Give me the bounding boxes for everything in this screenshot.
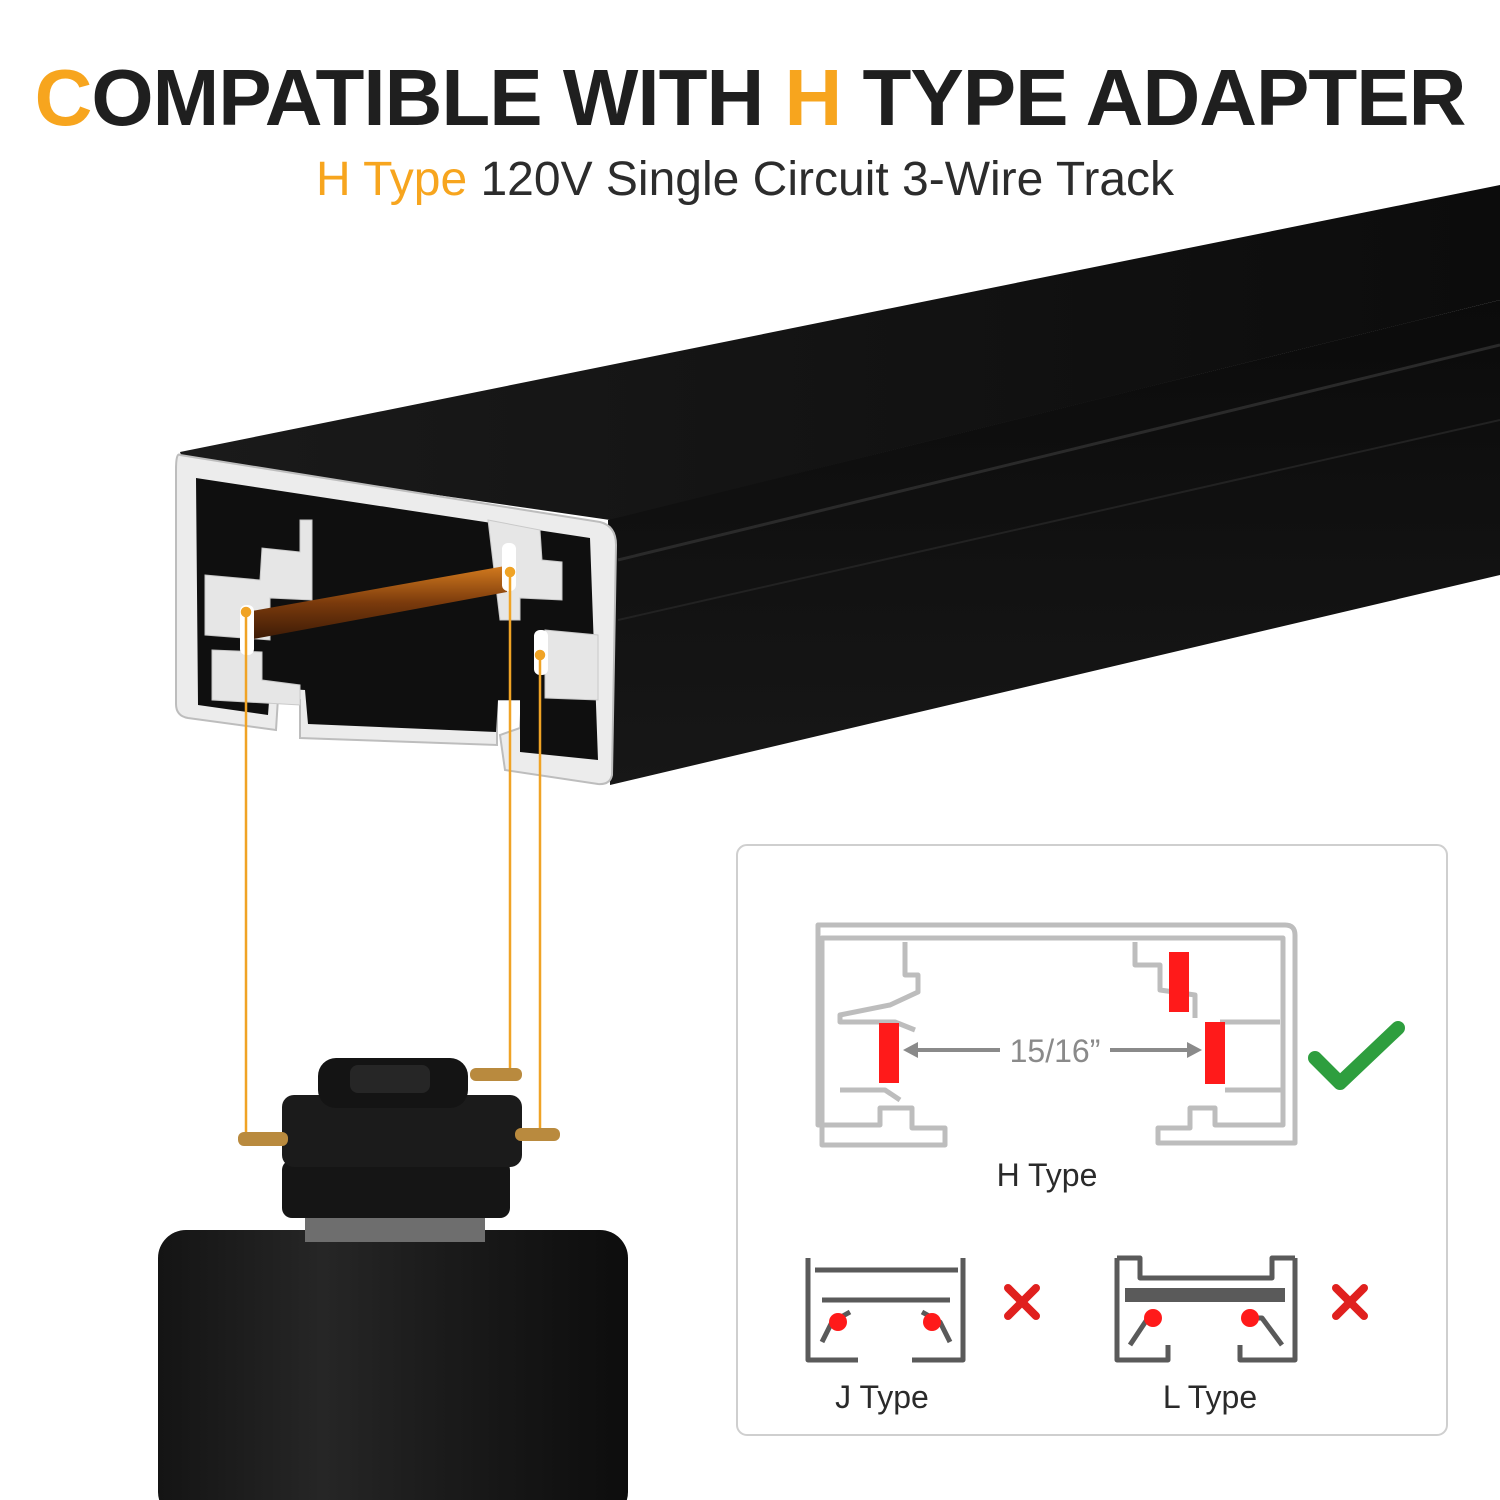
h-type-label: H Type bbox=[997, 1157, 1098, 1193]
j-type-label: J Type bbox=[835, 1379, 929, 1415]
track-top-face bbox=[180, 185, 1500, 520]
x-icon bbox=[1332, 1284, 1368, 1320]
x-icon bbox=[1004, 1284, 1040, 1320]
copper-bus-bar bbox=[246, 566, 507, 640]
headline-accent-word: H bbox=[784, 53, 842, 142]
h-type-contact-top bbox=[1169, 952, 1189, 1012]
headline: COMPATIBLE WITH H TYPE ADAPTER bbox=[0, 58, 1500, 138]
brass-contact-right bbox=[515, 1128, 560, 1141]
subheadline-accent: H Type bbox=[315, 153, 468, 206]
h-type-dimension: 15/16” bbox=[1010, 1033, 1101, 1069]
subheadline: H Type 120V Single Circuit 3-Wire Track bbox=[0, 152, 1490, 207]
track-rail bbox=[175, 185, 1500, 786]
h-type-contact-left bbox=[879, 1023, 899, 1083]
track-side-face bbox=[608, 300, 1500, 785]
brass-contact-left bbox=[238, 1132, 288, 1146]
brass-contact-top bbox=[470, 1068, 522, 1081]
h-type-diagram bbox=[815, 922, 1298, 1148]
l-type-label: L Type bbox=[1163, 1379, 1257, 1415]
headline-accent-letter: C bbox=[34, 53, 93, 142]
headline-text-part1: OMPATIBLE WITH bbox=[91, 53, 785, 142]
fixture-cylinder bbox=[158, 1230, 628, 1500]
comparison-panel-frame bbox=[736, 844, 1448, 1436]
headline-text-part2: TYPE ADAPTER bbox=[841, 53, 1466, 142]
alignment-lines bbox=[240, 566, 546, 1140]
dimension-arrow bbox=[903, 1042, 1202, 1058]
track-adapter bbox=[158, 1058, 628, 1500]
h-type-contact-right bbox=[1205, 1022, 1225, 1084]
check-icon bbox=[1308, 1021, 1405, 1090]
comparison-panel: 15/16” H Type J Type bbox=[736, 844, 1448, 1436]
subheadline-text: 120V Single Circuit 3-Wire Track bbox=[467, 153, 1175, 206]
